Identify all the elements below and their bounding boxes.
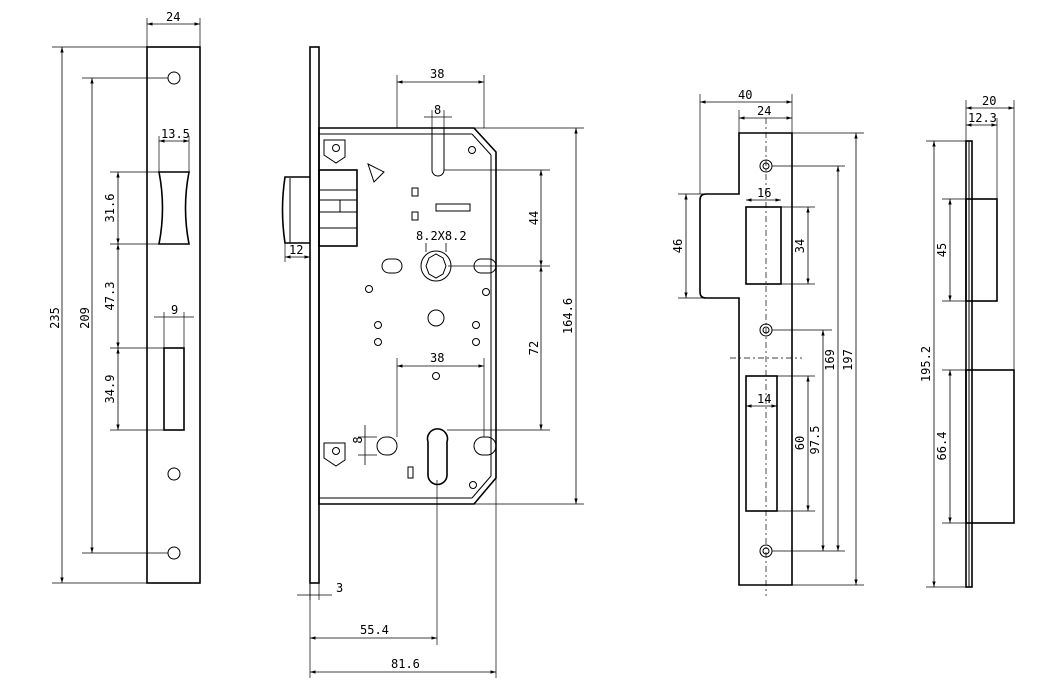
dim-handle-to-latch: 44: [527, 211, 541, 225]
dim-box-depth: 12.3: [968, 111, 997, 125]
dim-strike-total-length: 197: [841, 349, 855, 371]
dim-strike-bolt-height: 60: [793, 436, 807, 450]
faceplate-screw-hole-bottom: [167, 546, 181, 560]
strike-latch-opening: [745, 206, 782, 285]
case-body: [318, 127, 497, 505]
euro-cylinder-hole: [426, 428, 449, 486]
dim-strike-latch-height: 34: [793, 239, 807, 253]
faceplate-screw-hole-top: [167, 71, 181, 85]
dim-strike-hole-spacing: 169: [823, 349, 837, 371]
strike-box-view: 20 12.3 45 195.2 66.4: [919, 94, 1015, 588]
dim-box-total-width: 20: [982, 94, 996, 108]
dim-box-total-height: 195.2: [919, 346, 933, 382]
faceplate-view: 24 235 209 13.5 31.6 47.3 9 34.9: [48, 10, 201, 584]
strike-plate-view: 40 24 46 16 34 169 197 14 60: [671, 88, 864, 596]
corner-rivet-top-left: [323, 139, 346, 164]
dim-latch-to-bolt: 47.3: [103, 282, 117, 311]
cylinder-slot-right: [473, 436, 497, 456]
dim-strike-bolt-width: 14: [757, 392, 771, 406]
strike-bolt-opening: [745, 375, 778, 512]
latch-body: [318, 169, 358, 247]
cylinder-slot-left: [376, 436, 398, 456]
dim-strike-latch-width: 16: [757, 186, 771, 200]
dim-faceplate-thickness: 3: [336, 581, 343, 595]
top-slot: [431, 128, 445, 177]
dim-faceplate-total-length: 235: [48, 307, 62, 329]
faceplate-outline: [146, 46, 201, 584]
dim-slot-width: 8: [434, 103, 441, 117]
latch-bolt: [281, 176, 310, 244]
dim-strike-lip-height: 46: [671, 239, 685, 253]
slot-left: [381, 258, 403, 274]
strike-box-bolt-pocket: [965, 369, 1015, 524]
dim-handle-to-cylinder: 72: [527, 341, 541, 355]
dim-case-top-width: 38: [430, 67, 444, 81]
rivet-top-right: [468, 146, 476, 154]
direction-arrow-icon: [367, 163, 385, 183]
dim-latch-hole-width: 13.5: [161, 127, 190, 141]
dim-small-slot: 8: [351, 436, 365, 443]
dim-strike-total-width: 40: [738, 88, 752, 102]
dim-faceplate-width: 24: [166, 10, 180, 24]
strike-plate-outline: [699, 132, 793, 586]
dim-strike-hole-to-latch: 97.5: [808, 426, 822, 455]
faceplate-screw-hole-middle: [167, 467, 181, 481]
rivet-bottom-right: [469, 481, 477, 489]
center-hole: [427, 309, 445, 327]
dim-strike-plate-width: 24: [757, 104, 771, 118]
dim-case-height: 164.6: [561, 298, 575, 334]
dim-faceplate-hole-spacing: 209: [78, 307, 92, 329]
dim-cylinder-slot-width: 38: [430, 351, 444, 365]
dim-spindle-size: 8.2X8.2: [416, 229, 467, 243]
corner-rivet-bottom-left: [323, 442, 346, 467]
case-faceplate-side: [309, 46, 320, 584]
bolt-opening: [163, 347, 185, 431]
dim-bolt-hole-length: 34.9: [103, 375, 117, 404]
dim-latch-projection: 12: [289, 243, 303, 257]
dim-case-depth: 81.6: [391, 657, 420, 671]
dim-bolt-hole-width: 9: [171, 303, 178, 317]
dim-box-latch-height: 45: [935, 243, 949, 257]
dim-backset: 55.4: [360, 623, 389, 637]
dim-box-bolt-height: 66.4: [935, 432, 949, 461]
dim-latch-hole-length: 31.6: [103, 194, 117, 223]
strike-box-latch-pocket: [965, 198, 998, 302]
lock-case-view: 38 8 44 8.2X8.2 12 164.6 72 38: [281, 46, 584, 678]
spindle-square: [425, 253, 447, 279]
latch-opening: [158, 171, 190, 245]
